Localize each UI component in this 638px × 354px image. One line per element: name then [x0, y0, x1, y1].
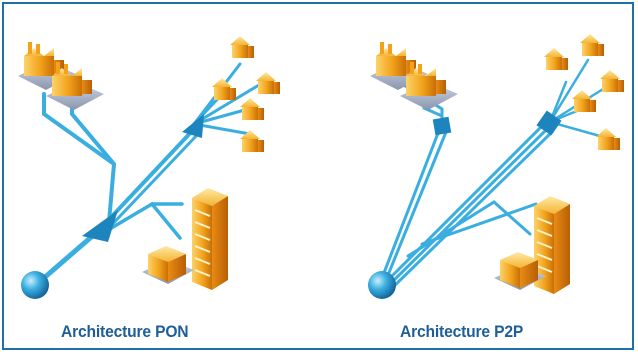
house-icon — [212, 78, 236, 100]
switch-box-icon — [536, 110, 562, 136]
central-office-node-icon — [21, 271, 49, 299]
splitter-icon — [82, 210, 118, 242]
architecture-diagram — [18, 34, 624, 299]
switch-box-icon — [432, 116, 452, 136]
house-icon — [256, 72, 280, 94]
house-icon — [544, 48, 568, 70]
office-tower-icon — [192, 188, 228, 290]
splitter-icon — [182, 114, 204, 138]
central-office-node-icon — [368, 271, 396, 299]
p2p-architecture — [368, 34, 624, 299]
house-icon — [600, 70, 624, 92]
house-icon — [596, 128, 620, 150]
factory-icon — [46, 62, 104, 110]
factory-icon — [400, 62, 458, 110]
house-icon — [240, 130, 264, 152]
office-building-icon — [494, 252, 546, 290]
caption-pon: Architecture PON — [61, 322, 189, 341]
house-icon — [572, 90, 596, 112]
house-icon — [240, 98, 264, 120]
pon-architecture — [18, 36, 280, 299]
office-building-icon — [142, 246, 194, 284]
house-icon — [580, 34, 604, 56]
diagram-frame: Architecture PON Architecture P2P — [2, 2, 634, 350]
house-icon — [230, 36, 254, 58]
caption-p2p: Architecture P2P — [400, 322, 524, 341]
office-tower-icon — [534, 196, 570, 294]
